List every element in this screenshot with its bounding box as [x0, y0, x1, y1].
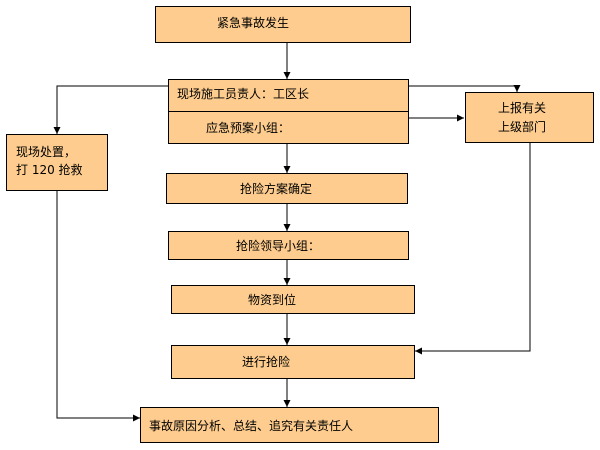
report-line2: 上级部门: [498, 120, 547, 134]
box-divider: [169, 111, 408, 112]
materials-box: 物资到位: [171, 285, 415, 314]
rescue-plan-label: 抢险方案确定: [240, 182, 313, 196]
arrow-leader-to-report: [409, 85, 521, 92]
site-handling-box: 现场处置， 打 120 抢救: [6, 134, 108, 191]
arrow-site-handling-to-analysis: [56, 191, 140, 422]
rescue-leadership-box: 抢险领导小组：: [168, 231, 409, 260]
site-leader-label: 现场施工员责人：工区长: [177, 87, 310, 101]
emergency-label: 紧急事故发生: [217, 16, 290, 30]
emergency-box: 紧急事故发生: [155, 6, 411, 43]
perform-rescue-label: 进行抢险: [242, 355, 291, 369]
site-handling-line1: 现场处置，: [16, 145, 77, 159]
emergency-team-label: 应急预案小组：: [206, 121, 291, 135]
rescue-plan-box: 抢险方案确定: [166, 173, 408, 204]
rescue-leadership-label: 抢险领导小组：: [236, 239, 321, 253]
arrow-report-to-rescue: [415, 143, 531, 355]
accident-analysis-label: 事故原因分析、总结、追究有关责任人: [149, 419, 354, 433]
report-box: 上报有关 上级部门: [465, 92, 594, 143]
site-leader-box: 现场施工员责人：工区长 应急预案小组：: [168, 79, 409, 144]
materials-label: 物资到位: [248, 293, 297, 307]
accident-analysis-box: 事故原因分析、总结、追究有关责任人: [140, 407, 439, 443]
site-handling-line2: 打 120 抢救: [16, 163, 83, 177]
report-line1: 上报有关: [498, 101, 547, 115]
arrow-leader-to-site-handling: [53, 85, 168, 134]
perform-rescue-box: 进行抢险: [171, 345, 415, 379]
